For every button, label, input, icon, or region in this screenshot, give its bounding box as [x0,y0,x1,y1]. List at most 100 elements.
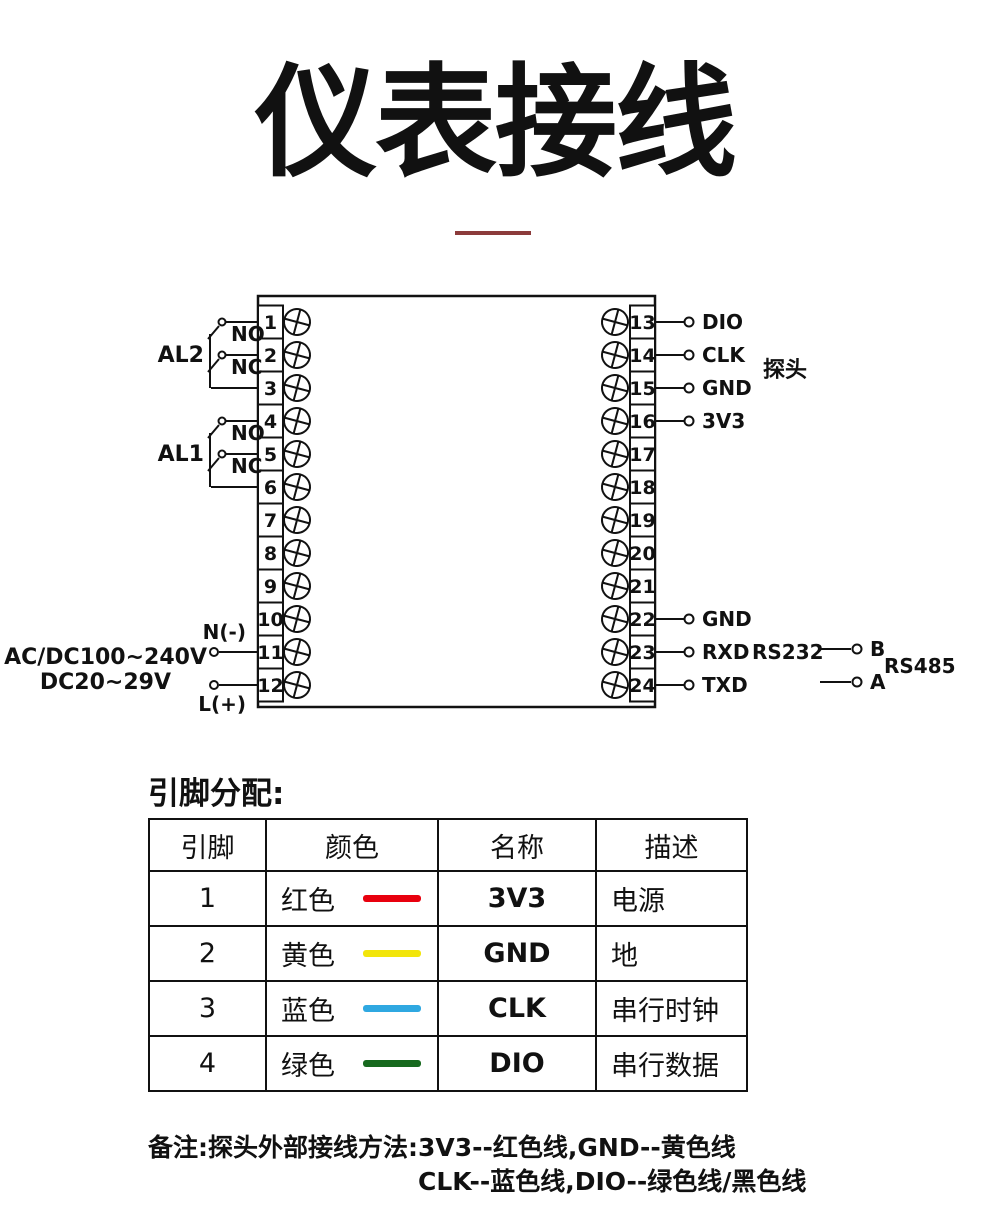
table-header-row: 引脚 颜色 名称 描述 [148,818,748,872]
screw-terminal-icon [601,440,629,468]
terminal-number: 11 [257,642,283,664]
n-minus-label: N(-) [203,620,246,644]
al2-contact-nc [217,350,227,360]
power-voltage-line2: DC20~29V [40,670,171,695]
terminal-number: 3 [264,378,277,400]
color-cell: 红色 [265,870,439,927]
pin-cell: 1 [148,870,267,927]
terminal-number-box [257,304,284,340]
desc-cell: 地 [595,925,748,982]
al2-label: AL2 [158,343,204,368]
screw-terminal-icon [601,374,629,402]
terminal-number: 17 [629,444,655,466]
screw-terminal-icon [601,638,629,666]
terminal-number-box [629,667,656,703]
screw-terminal-icon [601,473,629,501]
terminal-number-box [257,337,284,373]
terminal-15: 15 [601,370,656,406]
alarm-al1: NO NC AL1 [158,416,265,488]
screw-terminal-icon [283,605,311,633]
screw-terminal-icon [283,407,311,435]
signal-name-cell: GND [437,925,597,982]
b-wire-node [851,643,863,655]
signal-wire-clk-14: CLK [655,343,746,367]
terminal-number-box [629,436,656,472]
terminal-number: 24 [629,675,655,697]
al2-nc-label: NC [231,355,262,379]
power-voltage-line1: AC/DC100~240V [4,645,207,670]
terminal-21: 21 [601,568,656,604]
terminal-number: 2 [264,345,277,367]
terminal-number-box [629,403,656,439]
terminal-number-box [257,502,284,538]
signal-wire-gnd-15: GND [655,376,752,400]
rs232-label: RS232 [752,640,824,664]
terminal-18: 18 [601,469,656,505]
terminal-number-box [257,601,284,637]
b-label: B [870,637,885,661]
color-name: 红色 [281,886,335,917]
terminal-11: 11 [257,634,311,670]
screw-terminal-icon [283,374,311,402]
note-line-1: 备注:探头外部接线方法:3V3--红色线,GND--黄色线 [148,1133,736,1162]
color-swatch-green [363,1060,421,1067]
terminal-number: 21 [629,576,655,598]
terminal-number: 12 [257,675,283,697]
rs485-label: RS485 [884,654,956,678]
table-row: 1 红色 3V3 电源 [148,870,748,927]
al2-no-label: NO [231,322,265,346]
terminal-10: 10 [257,601,311,637]
signal-label: TXD [702,673,748,697]
screw-terminal-icon [601,407,629,435]
table-row: 4 绿色 DIO 串行数据 [148,1035,748,1092]
al2-blade-no [207,325,220,340]
screw-terminal-icon [601,671,629,699]
terminal-16: 16 [601,403,656,439]
terminal-number-box [257,469,284,505]
table-row: 3 蓝色 CLK 串行时钟 [148,980,748,1037]
terminal-number-box [629,337,656,373]
terminal-number: 14 [629,345,655,367]
terminal-1: 1 [257,304,311,340]
al2-contact-no [217,317,227,327]
terminal-12: 12 [257,667,311,703]
al1-blade-no [207,424,220,439]
power-terminals: N(-) L(+) AC/DC100~240V DC20~29V [4,620,258,716]
terminal-24: 24 [601,667,656,703]
terminal-number: 9 [264,576,277,598]
pin-assignment-heading: 引脚分配: [148,776,285,812]
pin-cell: 2 [148,925,267,982]
signal-label: GND [702,376,752,400]
terminal-number: 15 [629,378,655,400]
terminal-20: 20 [601,535,656,571]
rs485-a-wire: A [820,670,886,694]
terminal-number-box [629,370,656,406]
signal-name-cell: CLK [437,980,597,1037]
terminal-8: 8 [257,535,311,571]
power-l-node [209,680,219,690]
terminal-number: 20 [629,543,655,565]
terminal-number: 8 [264,543,277,565]
terminal-3: 3 [257,370,311,406]
terminal-14: 14 [601,337,656,373]
screw-terminal-icon [283,638,311,666]
terminal-number: 5 [264,444,277,466]
signal-wire-txd-24: TXD [655,673,748,697]
terminal-number: 1 [264,312,277,334]
desc-cell: 串行数据 [595,1035,748,1092]
terminal-number: 4 [264,411,277,433]
color-cell: 绿色 [265,1035,439,1092]
header-pin: 引脚 [148,818,267,872]
desc-cell: 电源 [595,870,748,927]
screw-terminal-icon [283,539,311,567]
terminal-number-box [629,634,656,670]
terminal-number: 22 [629,609,655,631]
note-line-2: CLK--蓝色线,DIO--绿色线/黑色线 [418,1167,807,1196]
terminal-number: 18 [629,477,655,499]
color-name: 绿色 [281,1051,335,1082]
terminal-number-box [257,568,284,604]
pin-cell: 4 [148,1035,267,1092]
page-title: 仪表接线 [255,52,737,194]
color-cell: 蓝色 [265,980,439,1037]
